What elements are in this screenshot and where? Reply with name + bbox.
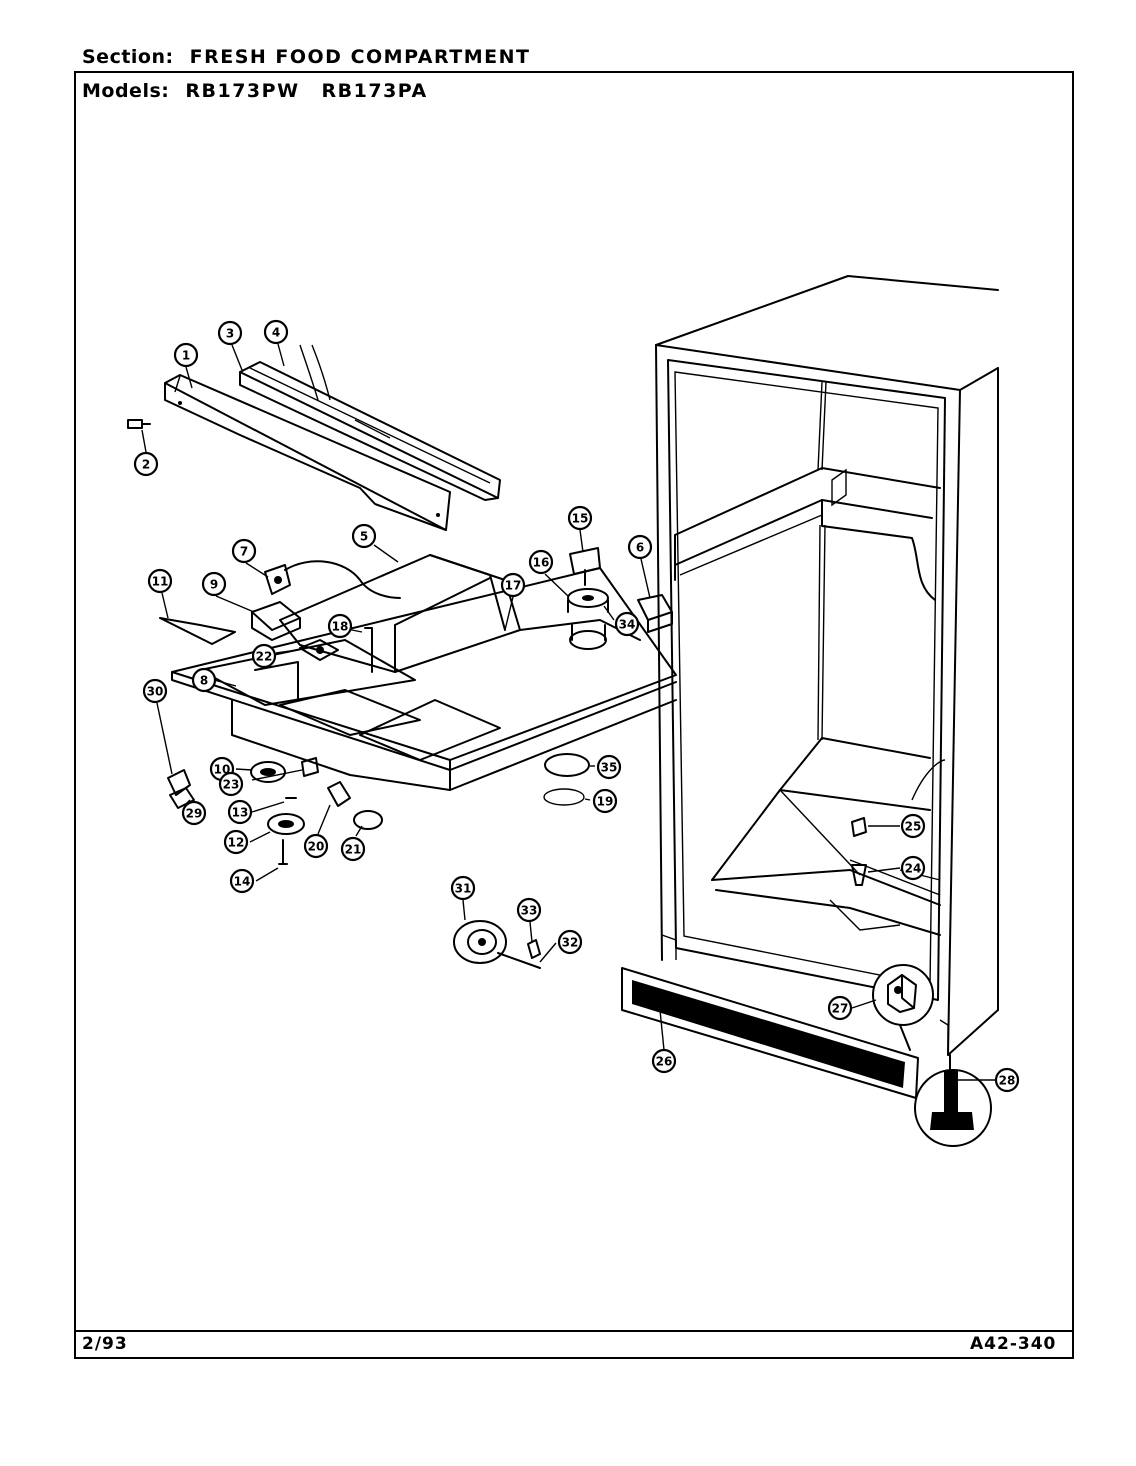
callout-1: 1 [173, 342, 199, 368]
callout-number: 18 [332, 620, 349, 634]
callout-number: 25 [905, 820, 922, 834]
callout-number: 32 [562, 936, 579, 950]
callout-number: 4 [272, 326, 280, 340]
callout-number: 16 [533, 556, 550, 570]
callout-number: 27 [832, 1002, 849, 1016]
control-housing-tray [159, 547, 677, 791]
callout-12: 12 [223, 829, 249, 855]
callout-number: 14 [234, 875, 251, 889]
callout-number: 23 [223, 778, 240, 792]
models-label: Models: [82, 80, 170, 102]
section-line: Section: FRESH FOOD COMPARTMENT [82, 46, 530, 68]
callout-13: 13 [227, 799, 253, 825]
callout-27: 27 [827, 995, 853, 1021]
callout-number: 30 [147, 685, 164, 699]
callout-number: 12 [228, 836, 245, 850]
callout-number: 5 [360, 530, 368, 544]
callout-5: 5 [351, 523, 377, 549]
callout-number: 29 [186, 807, 203, 821]
callout-35: 35 [596, 754, 622, 780]
callout-6: 6 [627, 534, 653, 560]
section-label: Section: [82, 46, 174, 68]
drawing-number: A42-340 [970, 1334, 1057, 1354]
models-line: Models: RB173PW RB173PA [82, 80, 428, 102]
callout-9: 9 [201, 571, 227, 597]
callout-7: 7 [231, 538, 257, 564]
callout-number: 6 [636, 541, 644, 555]
callout-21: 21 [340, 836, 366, 862]
callout-22: 22 [251, 643, 277, 669]
callout-number: 13 [232, 806, 249, 820]
callout-number: 28 [999, 1074, 1016, 1088]
refrigerator-cabinet [655, 275, 999, 1056]
callout-number: 7 [240, 545, 248, 559]
callout-34: 34 [614, 611, 640, 637]
callout-17: 17 [500, 572, 526, 598]
model-number-2: RB173PA [321, 80, 428, 102]
callout-number: 2 [142, 458, 150, 472]
callout-32: 32 [557, 929, 583, 955]
callout-26: 26 [651, 1048, 677, 1074]
footer-rule [74, 1330, 1074, 1332]
callout-4: 4 [263, 319, 289, 345]
callout-number: 34 [619, 618, 636, 632]
callout-20: 20 [303, 833, 329, 859]
callout-number: 15 [572, 512, 589, 526]
leader-lines [141, 343, 995, 1081]
callout-14: 14 [229, 868, 255, 894]
small-parts [167, 753, 867, 969]
callout-number: 1 [182, 349, 190, 363]
callout-28: 28 [994, 1067, 1020, 1093]
callout-23: 23 [218, 771, 244, 797]
callout-number: 22 [256, 650, 273, 664]
callout-number: 19 [597, 795, 614, 809]
callout-3: 3 [217, 320, 243, 346]
callout-8: 8 [191, 667, 217, 693]
callout-30: 30 [142, 678, 168, 704]
callout-number: 3 [226, 327, 234, 341]
callout-19: 19 [592, 788, 618, 814]
leveling-leg-inset [914, 1054, 992, 1147]
drawing-frame [74, 71, 1074, 1359]
model-number-1: RB173PW [185, 80, 300, 102]
callout-24: 24 [900, 855, 926, 881]
callout-31: 31 [450, 875, 476, 901]
callout-number: 31 [455, 882, 472, 896]
callout-16: 16 [528, 549, 554, 575]
callout-number: 26 [656, 1055, 673, 1069]
callout-number: 35 [601, 761, 618, 775]
callout-25: 25 [900, 813, 926, 839]
callout-number: 17 [505, 579, 522, 593]
callout-number: 24 [905, 862, 922, 876]
callout-2: 2 [133, 451, 159, 477]
callout-18: 18 [327, 613, 353, 639]
callout-11: 11 [147, 568, 173, 594]
front-rail-assembly [127, 344, 501, 531]
callout-number: 20 [308, 840, 325, 854]
callout-number: 21 [345, 843, 362, 857]
section-title: FRESH FOOD COMPARTMENT [189, 46, 531, 68]
callout-number: 11 [152, 575, 169, 589]
callout-15: 15 [567, 505, 593, 531]
callout-number: 8 [200, 674, 208, 688]
callout-33: 33 [516, 897, 542, 923]
hinge-inset [872, 964, 934, 1051]
callout-number: 33 [521, 904, 538, 918]
callout-number: 9 [210, 578, 218, 592]
footer-date: 2/93 [82, 1334, 128, 1354]
callout-29: 29 [181, 800, 207, 826]
